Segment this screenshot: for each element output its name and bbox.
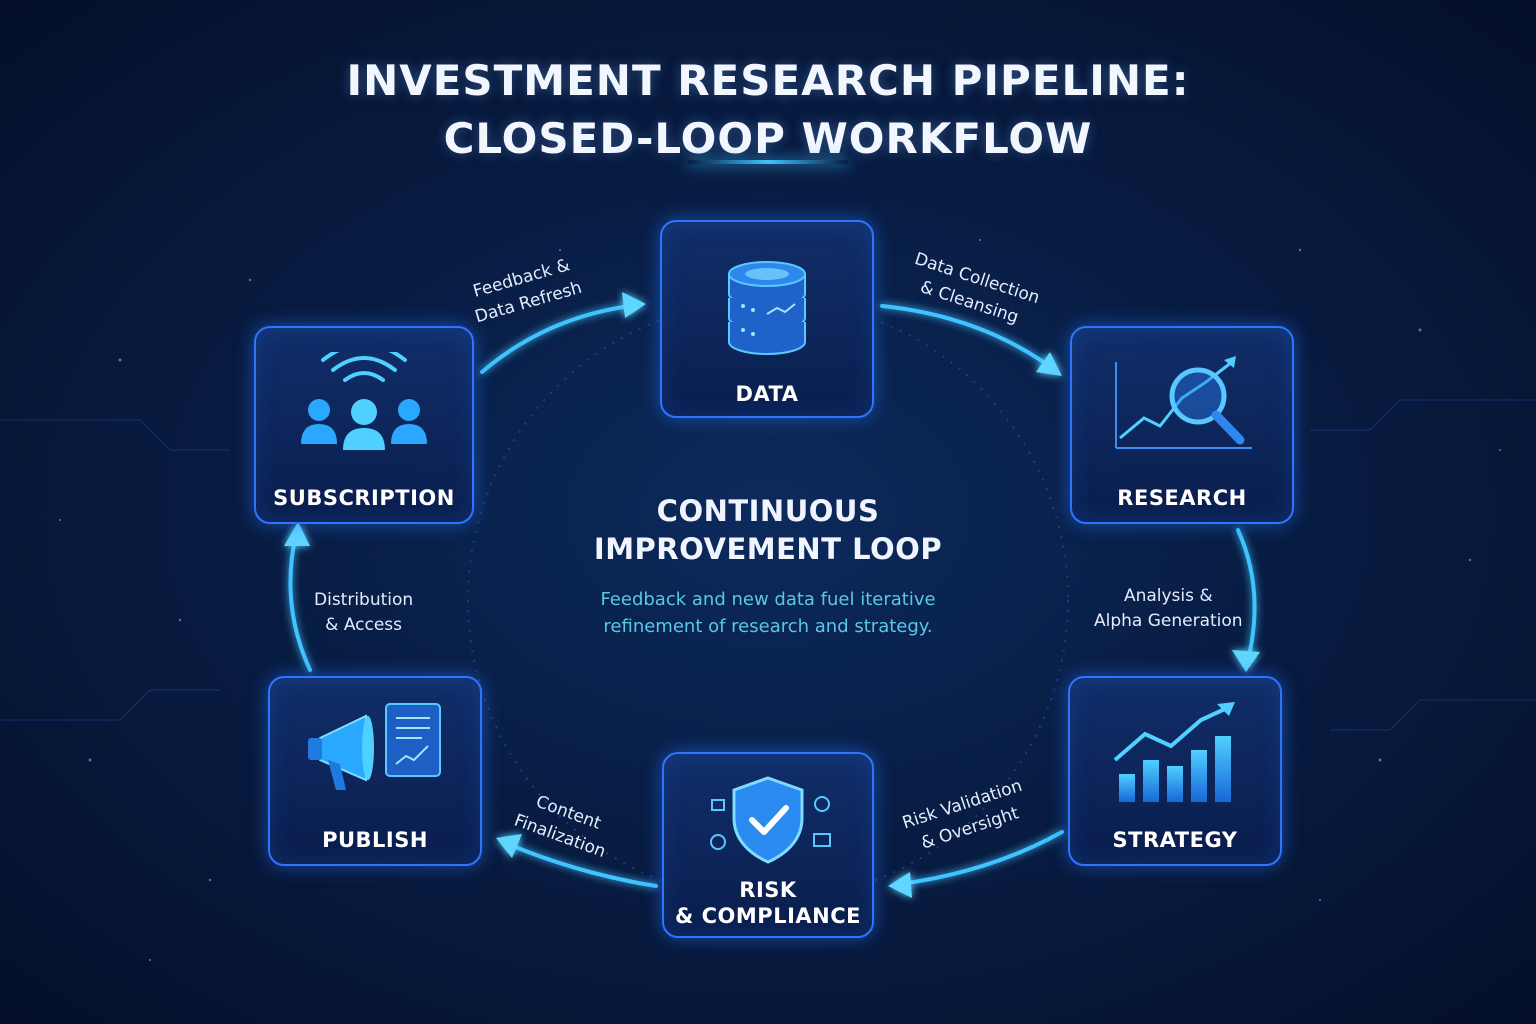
node-risk-label-line-2: & COMPLIANCE xyxy=(675,904,861,928)
edge-label-line: Alpha Generation xyxy=(1094,611,1243,631)
node-strategy: STRATEGY xyxy=(1068,676,1282,866)
edge-label-line: Distribution xyxy=(314,590,414,610)
arrow-strategy-to-risk xyxy=(898,830,1064,886)
megaphone-document-icon xyxy=(308,703,441,790)
node-risk-label-line-1: RISK xyxy=(739,878,797,902)
node-data: DATA xyxy=(660,220,874,418)
arrowhead-subscription xyxy=(284,522,310,546)
users-broadcast-icon xyxy=(301,352,427,450)
node-research-label: RESEARCH xyxy=(1117,486,1247,510)
circuit-lines xyxy=(0,399,1536,731)
title-underline-glow xyxy=(688,160,848,164)
edge-label-line: Analysis & xyxy=(1123,586,1213,606)
node-subscription-label: SUBSCRIPTION xyxy=(273,486,455,510)
node-strategy-label: STRATEGY xyxy=(1112,828,1238,852)
node-data-label: DATA xyxy=(735,382,799,406)
node-publish: PUBLISH xyxy=(268,676,482,866)
arrowhead-research xyxy=(1036,352,1062,376)
title-line-1: INVESTMENT RESEARCH PIPELINE: xyxy=(346,56,1190,105)
flow-arrows xyxy=(288,304,1257,888)
center-subtitle-line-2: refinement of research and strategy. xyxy=(603,616,933,637)
edge-label-line: & Access xyxy=(325,615,403,635)
center-subtitle-line-1: Feedback and new data fuel iterative xyxy=(600,589,936,610)
edge-label-publish-to-subscription: Distribution & Access xyxy=(314,588,413,638)
node-subscription: SUBSCRIPTION xyxy=(254,326,474,524)
title-line-2: CLOSED-LOOP WORKFLOW xyxy=(443,114,1093,163)
arrowhead-strategy xyxy=(1232,650,1260,672)
arrow-research-to-strategy xyxy=(1236,528,1257,662)
arrowhead-risk xyxy=(888,872,912,898)
node-research: RESEARCH xyxy=(1070,326,1294,524)
magnifier-chart-icon xyxy=(1115,356,1252,449)
edge-label-research-to-strategy: Analysis & Alpha Generation xyxy=(1094,584,1243,634)
arrow-data-to-research xyxy=(880,304,1054,370)
database-icon xyxy=(728,261,806,355)
shield-check-icon xyxy=(710,776,831,864)
arrowhead-data xyxy=(622,292,646,318)
center-title: CONTINUOUS IMPROVEMENT LOOP xyxy=(518,492,1018,568)
center-subtitle: Feedback and new data fuel iterative ref… xyxy=(518,586,1018,640)
page-title: INVESTMENT RESEARCH PIPELINE: CLOSED-LOO… xyxy=(0,52,1536,168)
arrowhead-publish xyxy=(496,834,522,858)
arrow-publish-to-subscription xyxy=(288,532,312,672)
arrow-subscription-to-data xyxy=(480,304,632,374)
center-title-line-1: CONTINUOUS xyxy=(656,494,880,528)
star-field xyxy=(59,239,1501,961)
center-title-line-2: IMPROVEMENT LOOP xyxy=(593,532,943,566)
bar-chart-icon xyxy=(1113,702,1235,802)
arrow-heads xyxy=(284,292,1260,898)
node-risk-compliance: RISK & COMPLIANCE xyxy=(662,752,874,938)
node-publish-label: PUBLISH xyxy=(322,828,428,852)
arrow-risk-to-publish xyxy=(506,842,658,888)
